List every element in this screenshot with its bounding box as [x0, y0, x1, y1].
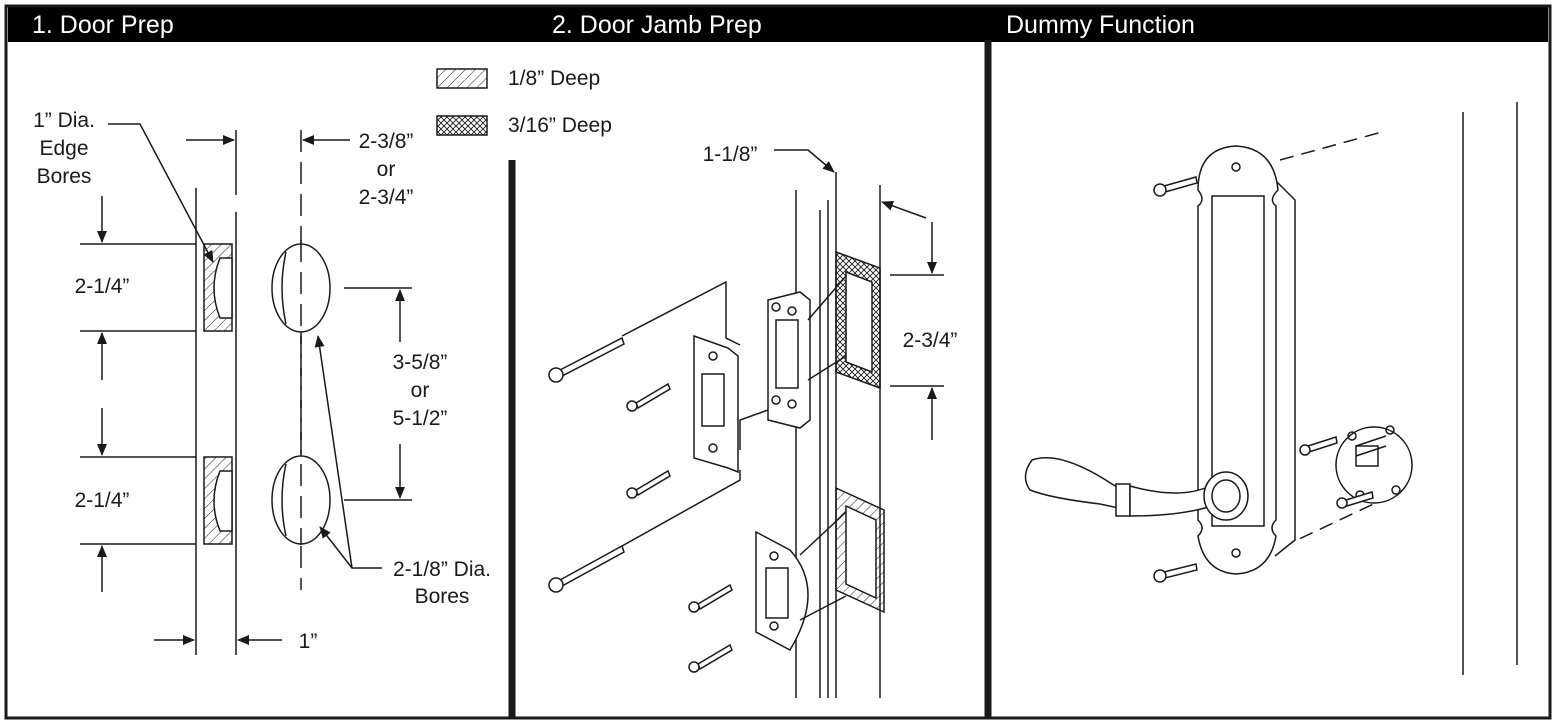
bores-label-2: Bores [415, 585, 470, 608]
center-spacing-label-2: or [411, 379, 430, 402]
spacing-top-label: 2-1/4” [75, 275, 130, 298]
header-dummy: Dummy Function [990, 6, 1548, 42]
legend-label-2: 3/16” Deep [508, 114, 612, 137]
backset-label-1: 2-3/8” [359, 130, 414, 153]
jamb-prep-labels: 1-1/8” 2-3/4” [703, 143, 958, 352]
backset-label-3: 2-3/4” [359, 186, 414, 209]
center-spacing-label-1: 3-5/8” [393, 351, 448, 374]
door-prep-labels: 1” Dia. Edge Bores 2-3/8” or 2-3/4” 2-1/… [33, 109, 491, 653]
backplate [1197, 145, 1279, 575]
legend-swatch-single-hatch [436, 68, 488, 89]
door-prep-title: 1. Door Prep [32, 11, 174, 39]
depth-label: 1-1/8” [703, 143, 758, 166]
door-prep-drawing [80, 123, 412, 655]
header-jamb-prep: 2. Door Jamb Prep [538, 6, 998, 42]
depth-legend: 1/8” Deep 3/16” Deep [436, 67, 612, 137]
width-label: 1” [299, 630, 318, 653]
dummy-title: Dummy Function [1006, 11, 1195, 39]
bores-label-1: 2-1/8” Dia. [393, 558, 491, 581]
edge-bores-label-3: Bores [37, 165, 92, 188]
legend-label-1: 1/8” Deep [508, 67, 600, 90]
edge-bores-label-1: 1” Dia. [33, 109, 95, 132]
long-screw-bottom [548, 544, 625, 593]
edge-bores-label-2: Edge [39, 137, 88, 160]
dummy-function-drawing [1024, 102, 1518, 675]
center-spacing-label-3: 5-1/2” [393, 407, 448, 430]
jamb-prep-title: 2. Door Jamb Prep [552, 11, 762, 39]
height-label: 2-3/4” [903, 329, 958, 352]
long-screw-top [548, 336, 625, 383]
jamb-prep-drawing [548, 149, 944, 698]
frame-borders [4, 4, 1552, 720]
lever-handle [1024, 457, 1249, 521]
header-door-prep: 1. Door Prep [8, 6, 538, 42]
backset-label-2: or [377, 158, 396, 181]
spacing-bottom-label: 2-1/4” [75, 489, 130, 512]
legend-swatch-cross-hatch [436, 115, 488, 136]
